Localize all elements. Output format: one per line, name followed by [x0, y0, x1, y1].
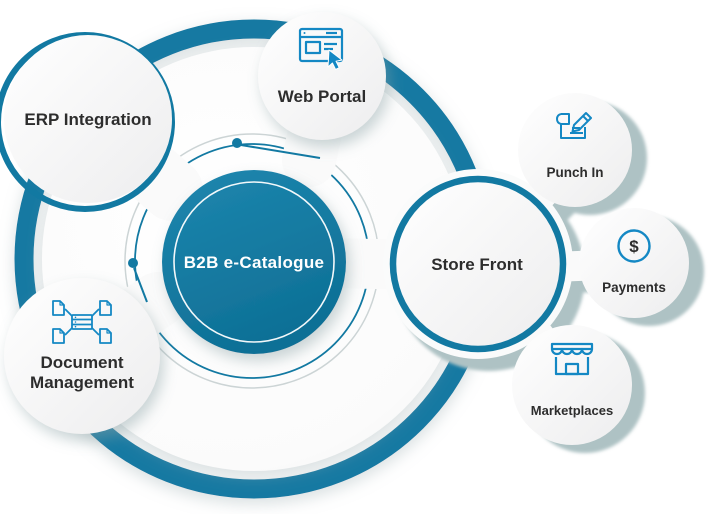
node-web-portal: Web Portal	[258, 12, 386, 140]
browser-cursor-icon	[298, 27, 344, 70]
node-document-management: Document Management	[4, 278, 160, 434]
doc-mgmt-label-line2: Management	[30, 373, 134, 392]
web-portal-circle	[258, 12, 386, 140]
doc-mgmt-circle	[4, 278, 160, 434]
payments-label: Payments	[602, 280, 666, 295]
store-front-label: Store Front	[431, 255, 523, 274]
marketplaces-label: Marketplaces	[531, 403, 613, 418]
erp-ring	[0, 32, 175, 212]
punch-in-circle	[518, 93, 632, 207]
punch-in-label: Punch In	[547, 165, 604, 180]
center-inner-ring	[173, 181, 335, 343]
center-label: B2B e-Catalogue	[184, 253, 325, 272]
node-marketplaces: Marketplaces	[512, 325, 632, 445]
web-portal-label: Web Portal	[278, 87, 366, 106]
leader-lines	[128, 138, 321, 303]
node-store-front: Store Front	[389, 175, 567, 353]
doc-mgmt-label-line1: Document	[40, 353, 123, 372]
storefront-icon	[550, 342, 594, 376]
erp-label: ERP Integration	[24, 110, 151, 129]
blueprint-pencil-icon	[556, 112, 592, 139]
node-center-hub: B2B e-Catalogue	[162, 170, 346, 354]
document-network-icon	[52, 300, 112, 344]
dollar-circle-icon: $	[617, 229, 651, 263]
node-erp-integration: ERP Integration	[0, 32, 175, 212]
node-punch-in: Punch In	[518, 93, 632, 207]
dollar-symbol: $	[629, 237, 639, 256]
store-front-ring	[389, 175, 567, 353]
marketplaces-circle	[512, 325, 632, 445]
erp-circle	[4, 35, 172, 203]
payments-circle	[579, 208, 689, 318]
node-payments: $ Payments	[579, 208, 689, 318]
center-circle	[162, 170, 346, 354]
